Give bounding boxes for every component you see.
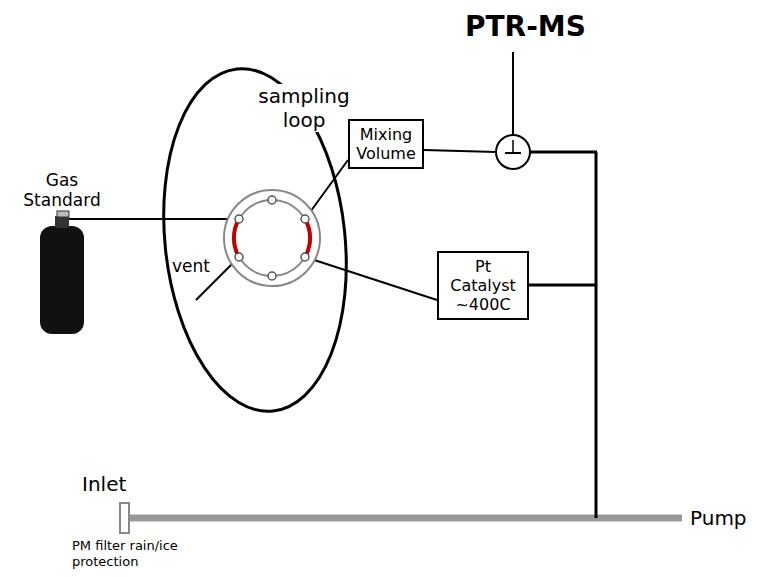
label-text: vent	[172, 256, 222, 276]
wire	[305, 257, 437, 300]
cylinder-valve	[57, 211, 69, 217]
sample-line	[595, 152, 598, 518]
cylinder-neck	[55, 216, 69, 228]
process-box: Pt Catalyst ~400C	[437, 251, 529, 320]
valve-channel	[234, 219, 239, 257]
box-label: Pt Catalyst ~400C	[443, 257, 523, 314]
valve-ports	[235, 196, 309, 280]
label-text: PTR-MS	[465, 10, 625, 44]
valve-channel	[305, 219, 310, 257]
process-box: Mixing Volume	[348, 119, 424, 169]
label-text: PM filter rain/ice protection	[72, 538, 217, 570]
valve-line	[530, 151, 597, 154]
three-way-valve	[496, 135, 530, 169]
mix-line	[424, 150, 496, 152]
label-text: Gas Standard	[12, 170, 112, 210]
valve-bar	[512, 140, 514, 152]
catalyst-line	[529, 284, 597, 287]
sampling-loop	[148, 60, 363, 421]
ptrms-line	[512, 52, 514, 135]
valve-bar	[505, 152, 521, 154]
label-text: Pump	[690, 506, 765, 530]
gas-cylinder	[40, 226, 84, 334]
pm-filter	[120, 503, 129, 533]
wire	[69, 218, 239, 220]
label-text: sampling loop	[252, 84, 356, 132]
label-text: Inlet	[82, 472, 162, 496]
inlet-line	[130, 515, 682, 522]
box-label: Mixing Volume	[354, 125, 418, 163]
valve-rotor	[234, 200, 310, 276]
six-port-valve	[224, 190, 320, 286]
